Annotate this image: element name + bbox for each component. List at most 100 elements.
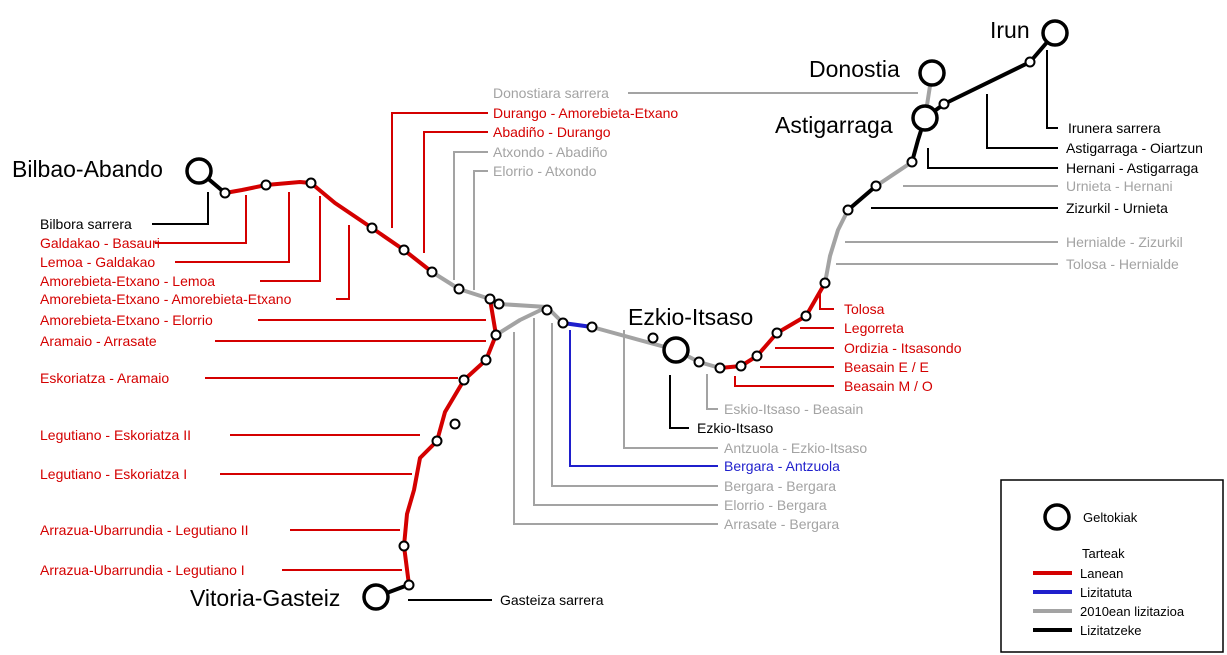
leader-astigarraga-oiartzun: [986, 94, 1058, 149]
node: [398, 244, 410, 256]
legend-lanean: Lanean: [1080, 566, 1123, 581]
label-antzuola-ezkio: Antzuola - Ezkio-Itsaso: [724, 440, 867, 456]
label-elorrio-bergara: Elorrio - Bergara: [724, 497, 827, 513]
leader-hernani-astigarraga: [927, 148, 1058, 169]
label-tolosa: Tolosa: [844, 301, 885, 317]
legend-lizitazioa-2010: 2010ean lizitazioa: [1080, 604, 1185, 619]
leader-elorrio-atxondo: [473, 170, 488, 290]
leader-eskio-beasain: [706, 374, 718, 410]
label-arrazua-legutiano-2: Arrazua-Ubarrundia - Legutiano II: [40, 522, 249, 538]
label-eskoriatza-aramaio: Eskoriatza - Aramaio: [40, 370, 169, 386]
node: [647, 332, 659, 344]
station-vitoria[interactable]: [362, 583, 390, 611]
label-arrasate-bergara: Arrasate - Bergara: [724, 516, 839, 532]
label-arrazua-legutiano-1: Arrazua-Ubarrundia - Legutiano I: [40, 562, 245, 578]
node: [751, 350, 763, 362]
node: [557, 317, 569, 329]
label-lemoa-galdakao: Lemoa - Galdakao: [40, 254, 155, 270]
station-name-vitoria: Vitoria-Gasteiz: [190, 585, 340, 611]
station-donostia[interactable]: [918, 59, 946, 87]
label-zizurkil-urnieta: Zizurkil - Urnieta: [1066, 200, 1168, 216]
legend-tarteak: Tarteak: [1082, 546, 1125, 561]
track-urnieta-hernani: [874, 160, 914, 188]
leader-elorrio-bergara: [533, 318, 718, 506]
node: [771, 327, 783, 339]
station-name-irun: Irun: [990, 17, 1030, 43]
station-name-donostia: Donostia: [809, 56, 900, 82]
label-atxondo-abadino: Atxondo - Abadiño: [493, 144, 608, 160]
node: [541, 304, 553, 316]
label-gasteiza-sarrera: Gasteiza sarrera: [500, 592, 604, 608]
label-irunera-sarrera: Irunera sarrera: [1068, 120, 1161, 136]
label-bergara-antzuola: Bergara - Antzuola: [724, 458, 840, 474]
node: [490, 329, 502, 341]
node: [870, 180, 882, 192]
leader-arrasate-bergara: [513, 332, 718, 525]
node: [398, 540, 410, 552]
label-ezkio-itsaso: Ezkio-Itsaso: [697, 420, 773, 436]
legend: Geltokiak Tarteak Lanean Lizitatuta 2010…: [1000, 479, 1224, 653]
label-astigarraga-oiartzun: Astigarraga - Oiartzun: [1066, 140, 1203, 156]
leader-lines: [152, 50, 1058, 601]
node: [819, 277, 831, 289]
track-tolosa-zizurkil: [823, 208, 850, 285]
label-beasain-mo: Beasain M / O: [844, 378, 933, 394]
station-irun[interactable]: [1041, 19, 1069, 47]
label-legutiano-eskoriatza-1: Legutiano - Eskoriatza I: [40, 466, 187, 482]
station-names: Irun Donostia Astigarraga Bilbao-Abando …: [12, 17, 1030, 611]
node: [714, 362, 726, 374]
leader-beasain-mo: [734, 376, 834, 387]
leader-amorebieta-lemoa: [260, 196, 321, 282]
node: [366, 222, 378, 234]
legend-lizitatzeke: Lizitatzeke: [1080, 623, 1141, 638]
node: [906, 156, 918, 168]
legend-station-icon: [1043, 503, 1071, 531]
label-hernani-astigarraga: Hernani - Astigarraga: [1066, 160, 1199, 176]
leader-bilbora-sarrera: [152, 192, 209, 225]
node: [493, 298, 505, 310]
label-legorreta: Legorreta: [844, 320, 904, 336]
label-ordizia-itsasondo: Ordizia - Itsasondo: [844, 340, 962, 356]
leader-irunera-sarrera: [1046, 50, 1058, 129]
node: [938, 98, 950, 110]
leader-ezkio-itsaso: [669, 375, 689, 429]
node: [586, 321, 598, 333]
node: [449, 418, 461, 430]
label-bilbora-sarrera: Bilbora sarrera: [40, 216, 132, 232]
legend-geltokiak: Geltokiak: [1083, 510, 1138, 525]
leader-amorebieta-amorebieta: [336, 225, 350, 300]
node: [1024, 56, 1036, 68]
label-amorebieta-amorebieta: Amorebieta-Etxano - Amorebieta-Etxano: [40, 291, 292, 307]
stations: [185, 19, 1069, 611]
label-aramaio-arrasate: Aramaio - Arrasate: [40, 333, 157, 349]
track-antzuola-ezkio: [590, 325, 678, 352]
leader-tolosa: [819, 290, 834, 310]
node: [842, 204, 854, 216]
leader-bergara-bergara: [551, 323, 718, 487]
label-bergara-bergara: Bergara - Bergara: [724, 478, 836, 494]
node: [305, 177, 317, 189]
track-arrasate-bergara: [494, 305, 549, 337]
node: [458, 374, 470, 386]
label-elorrio-atxondo: Elorrio - Atxondo: [493, 163, 597, 179]
station-name-astigarraga: Astigarraga: [775, 112, 893, 138]
station-name-ezkio: Ezkio-Itsaso: [628, 304, 753, 330]
node: [219, 187, 231, 199]
node: [800, 310, 812, 322]
label-amorebieta-elorrio: Amorebieta-Etxano - Elorrio: [40, 312, 213, 328]
legend-lizitatuta: Lizitatuta: [1080, 585, 1133, 600]
station-name-bilbao: Bilbao-Abando: [12, 156, 163, 182]
legend-box: [1000, 479, 1224, 653]
station-ezkio[interactable]: [662, 336, 690, 364]
leader-bergara-antzuola: [569, 330, 718, 467]
track-zizurkil-urnieta: [846, 184, 878, 212]
leader-durango-amorebieta: [391, 112, 488, 228]
node: [693, 356, 705, 368]
station-bilbao[interactable]: [185, 157, 213, 185]
label-legutiano-eskoriatza-2: Legutiano - Eskoriatza II: [40, 427, 191, 443]
label-galdakao-basauri: Galdakao - Basauri: [40, 235, 160, 251]
node: [403, 579, 415, 591]
label-durango-amorebieta: Durango - Amorebieta-Etxano: [493, 105, 678, 121]
station-astigarraga[interactable]: [911, 104, 939, 132]
